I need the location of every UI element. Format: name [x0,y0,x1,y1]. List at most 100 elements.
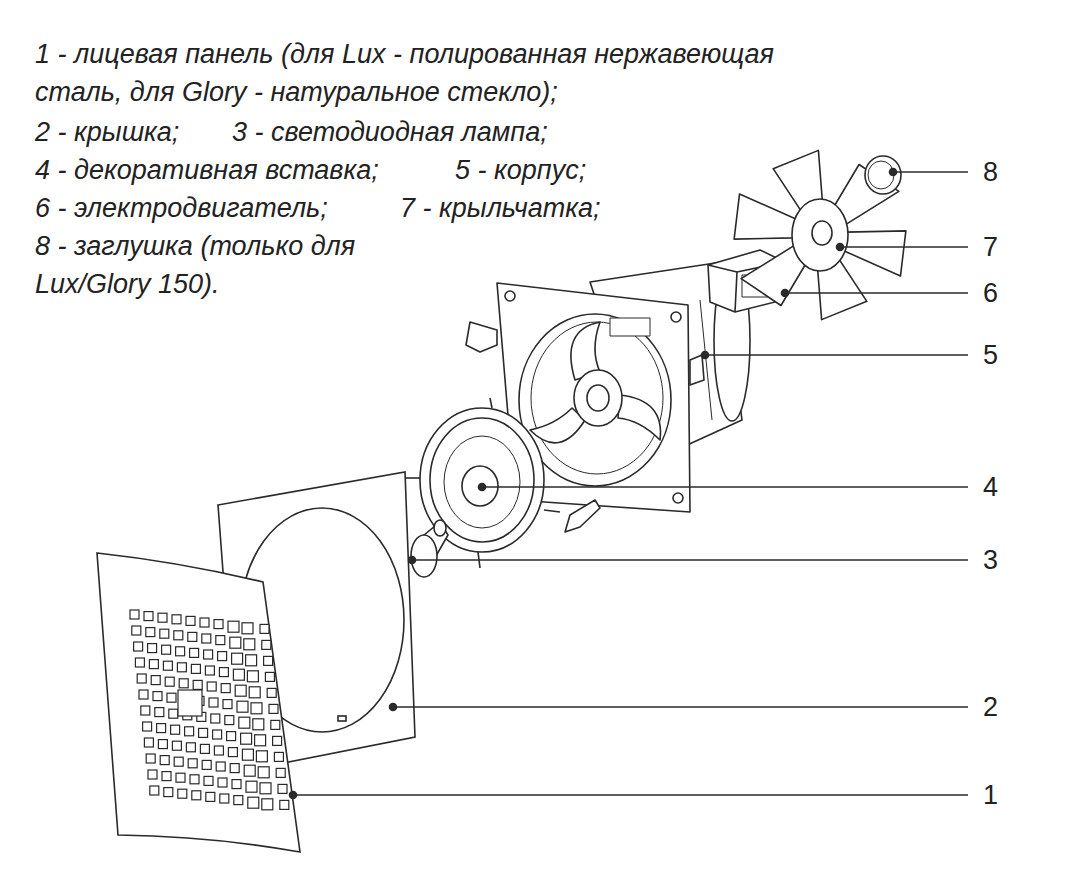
panel-square [214,620,223,629]
callout-number: 8 [983,156,998,188]
legend-text: 7 - крыльчатка; [400,189,600,227]
panel-square [228,748,237,757]
panel-square [204,650,213,659]
panel-square [276,768,285,777]
legend-text: 1 - лицевая панель (для Lux - полированн… [35,35,795,111]
panel-square [241,733,252,744]
panel-square [134,642,143,651]
panel-square [260,624,269,633]
panel-square [244,639,255,650]
panel-square [230,764,239,773]
panel-square [218,778,227,787]
panel-square [200,744,209,753]
guide-vane [618,395,661,440]
panel-square [172,741,181,750]
panel-square [274,752,283,761]
panel-square [239,717,250,728]
panel-square [265,672,274,681]
impeller-hub [792,199,848,271]
legend-text: 2 - крышка; [35,113,179,151]
panel-square [132,626,141,635]
panel-square [213,730,222,739]
panel-square [146,754,155,763]
panel-square [174,757,183,766]
clip [565,500,600,532]
panel-square [218,652,227,661]
panel-square [149,660,158,669]
panel-square [242,623,253,634]
panel-square [204,776,213,785]
panel-square [202,760,211,769]
panel-square [278,784,287,793]
panel-square [267,688,276,697]
panel-square [207,682,216,691]
panel-square [256,751,267,762]
plug [865,156,901,194]
leader-line [785,292,968,294]
panel-square [188,759,197,768]
leader-line [412,559,968,561]
impeller-blade [734,194,799,239]
panel-square [228,621,239,632]
panel-square [190,775,199,784]
panel-square [153,692,162,701]
screw-hole [505,291,515,301]
panel-square [163,661,172,670]
panel-square [246,781,257,792]
panel-square [177,663,186,672]
panel-square [209,698,218,707]
panel-square [144,612,153,621]
legend-text: 5 - корпус; [455,151,586,189]
panel-square [148,644,157,653]
panel-square [269,704,278,713]
panel-square [230,637,241,648]
panel-square [165,677,174,686]
panel-square [199,728,208,737]
leader-dot [890,169,897,176]
led-lamp [434,520,446,536]
panel-square [255,735,266,746]
panel-square [158,613,167,622]
callout-number: 6 [983,277,998,309]
panel-square [139,690,148,699]
panel-square [185,727,194,736]
panel-square [221,684,230,693]
panel-square [186,743,195,752]
panel-square [251,703,262,714]
panel-square [258,767,269,778]
panel-square [144,738,153,747]
label-plate [610,318,650,336]
panel-square [232,653,243,664]
panel-square [150,786,159,795]
panel-square [178,690,202,716]
legend-text: 8 - заглушка (только для Lux/Glory 150). [35,227,375,303]
panel-square [164,788,173,797]
panel-square [225,716,234,725]
panel-square [178,789,187,798]
panel-square [247,671,258,682]
panel-square [157,724,166,733]
panel-square [162,772,171,781]
insert-ring [420,408,544,552]
callout-number: 2 [983,691,998,723]
leader-line [393,706,968,708]
panel-square [148,770,157,779]
panel-square [205,666,214,675]
panel-square [188,632,197,641]
panel-square [246,655,257,666]
panel-square [235,685,246,696]
panel-square [135,658,144,667]
leader-dot [837,244,844,251]
panel-square [244,765,255,776]
insert-ring [430,418,534,542]
panel-square [216,636,225,645]
led-lamp [411,535,437,577]
insert-spoke [490,398,492,408]
callout-number: 4 [983,471,998,503]
guide-vane [530,408,585,443]
panel-square [262,640,271,649]
panel-square [200,618,209,627]
callout-number: 3 [983,544,998,576]
panel-square [143,722,152,731]
panel-square [176,773,185,782]
